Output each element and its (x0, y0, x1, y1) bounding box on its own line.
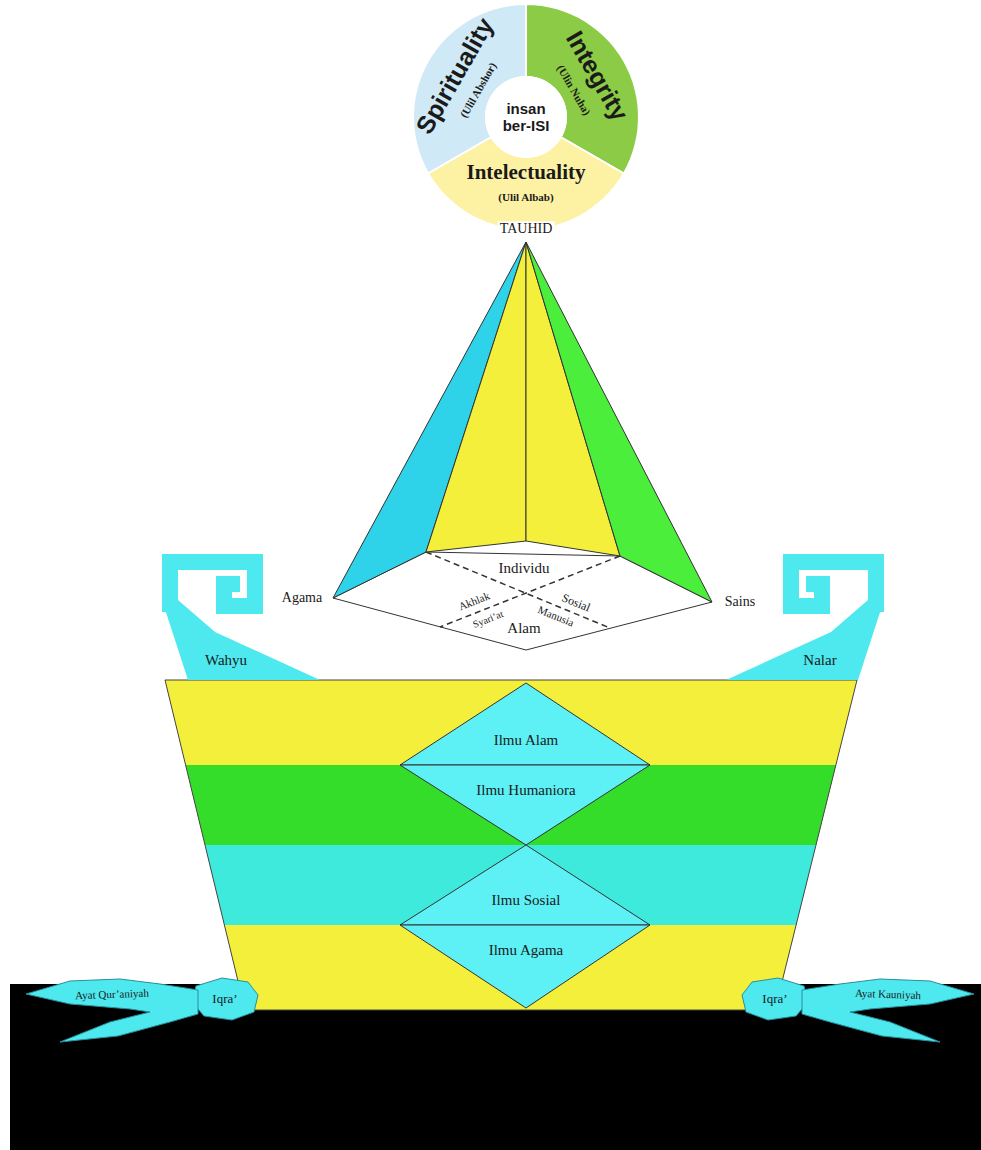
vessel-band (205, 845, 816, 925)
node-text: Ilmu Sosial (492, 892, 561, 909)
diamond-half-path (400, 925, 650, 1008)
node-text: Nalar (803, 652, 836, 669)
pyramid-label: Individu (497, 560, 552, 577)
diamond-half-outline (398, 843, 652, 927)
diamond-half-outline (398, 763, 652, 847)
node-text: Ilmu Agama (489, 942, 564, 959)
hook-shape: Wahyu (161, 553, 321, 681)
diamond-half: Ilmu Sosial (398, 843, 652, 927)
circle-segment-path (428, 137, 624, 230)
vessel-band (224, 925, 796, 1010)
diamond-half-path (400, 845, 650, 925)
diamond-half: Ilmu Humaniora (398, 763, 652, 847)
tentacle-shape: Ayat Qur’aniyah (24, 977, 200, 1044)
dashed-line (426, 552, 610, 628)
pyramid-face (426, 242, 526, 552)
node-text: Intelectuality (467, 161, 586, 184)
vessel-band (186, 765, 836, 845)
node-text: insan ber-ISI (495, 101, 557, 134)
vessel-outline (165, 680, 857, 1010)
tentacle-shape-path (26, 979, 198, 1042)
hand-shape: Iqra’ (190, 976, 260, 1022)
vessel-band (165, 680, 857, 765)
diamond-half: Ilmu Alam (398, 681, 652, 767)
tentacle-shape-path (802, 979, 974, 1042)
dashed-line (440, 556, 620, 627)
pyramid-label: TAUHID (498, 221, 555, 236)
node-text: Ayat Kauniyah (855, 987, 921, 1001)
pyramid-label: Syari’at (469, 607, 506, 630)
hand-shape: Iqra’ (740, 976, 810, 1022)
hook-shape-path (162, 600, 320, 680)
diamond-half: Ilmu Agama (398, 923, 652, 1010)
circle-segment: Intelectuality (Ulil Albab) (426, 135, 626, 232)
node-text: Iqra’ (212, 992, 237, 1006)
pyramid-face (526, 242, 712, 602)
hand-shape-path (192, 978, 258, 1020)
pyramid-label: Akhlak (455, 589, 493, 614)
node-text: Ayat Qur’aniyah (75, 987, 149, 1002)
pyramid-label: Sains (723, 594, 757, 609)
hook-shape: Nalar (725, 553, 885, 681)
pyramid-label: Agama (280, 590, 324, 605)
diamond-half-outline (398, 923, 652, 1010)
pyramid-face (333, 242, 526, 598)
node-subtext: (Ulil Albab) (498, 191, 553, 203)
hand-shape-path (742, 978, 808, 1020)
diamond-half-path (400, 683, 650, 765)
diamond-half-path (400, 765, 650, 845)
node-text: Ilmu Humaniora (476, 782, 576, 799)
node-text: Wahyu (205, 652, 247, 669)
hook-shape-path (726, 600, 884, 680)
node-text: Ilmu Alam (494, 732, 559, 749)
diamond-half-outline (398, 681, 652, 767)
tentacle-shape: Ayat Kauniyah (800, 977, 976, 1044)
pyramid-label: Alam (505, 620, 542, 637)
node-text: Iqra’ (762, 992, 787, 1006)
